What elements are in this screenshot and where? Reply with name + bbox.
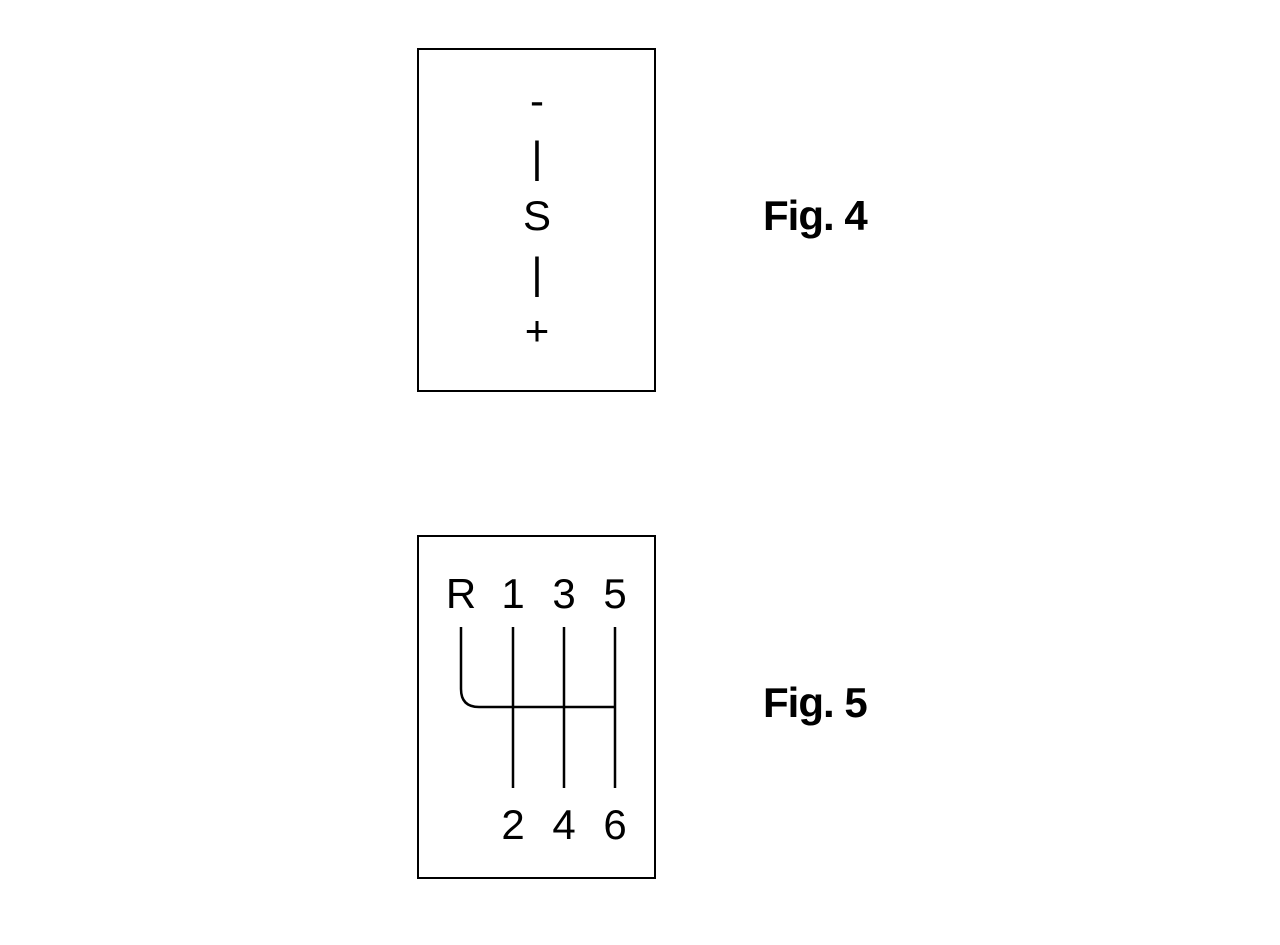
gear-3-label: 3 (552, 570, 576, 617)
shift-s-symbol: S (522, 192, 552, 239)
shift-plus-symbol: + (524, 307, 550, 354)
shift-track-lower: | (531, 249, 543, 298)
reverse-gate-line (459, 627, 615, 709)
shift-gate-diagram (459, 627, 617, 788)
gear-2-label: 2 (501, 801, 525, 848)
gear-r-label: R (445, 570, 477, 617)
gear-6-label: 6 (603, 801, 627, 848)
figure-4-label: Fig. 4 (763, 192, 868, 239)
shift-minus-symbol: - (530, 77, 544, 124)
gear-1-label: 1 (501, 570, 525, 617)
shift-track-upper: | (531, 133, 543, 182)
gear-4-label: 4 (552, 801, 576, 848)
figure-5-label: Fig. 5 (763, 679, 868, 726)
gear-5-label: 5 (603, 570, 627, 617)
sequential-shift-panel: - | S | + (417, 48, 656, 392)
h-pattern-shift-panel: R 1 3 5 2 4 6 (417, 535, 656, 879)
